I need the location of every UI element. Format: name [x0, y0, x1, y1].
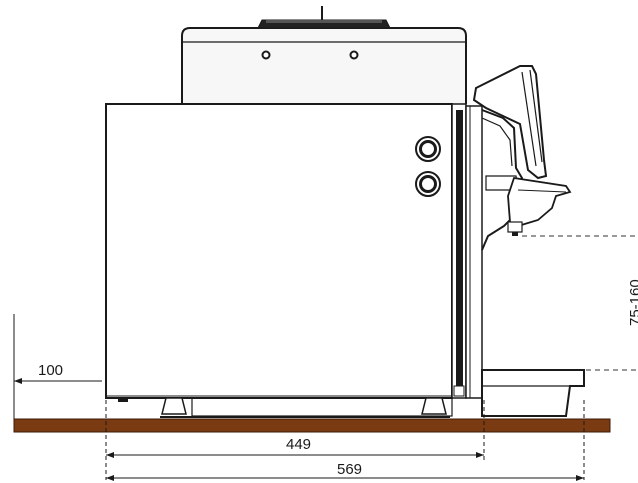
total-depth-label: 569 — [337, 461, 362, 478]
side-knob-lower — [415, 171, 441, 197]
top-hopper-housing — [181, 6, 467, 104]
cup-height-range-label: 75-160 — [627, 279, 638, 326]
counter-surface — [13, 418, 611, 433]
left-clearance-dimension — [13, 314, 102, 419]
display-panel — [472, 65, 548, 180]
depth-dimension-lines — [105, 400, 585, 481]
main-body-panel — [105, 103, 453, 399]
machine-feet — [118, 397, 450, 418]
cup-height-dimension-lines — [522, 235, 638, 371]
body-depth-label: 449 — [286, 436, 311, 453]
side-knob-upper — [415, 136, 441, 162]
cup-holder-tray — [507, 176, 572, 236]
front-door-frame — [451, 103, 483, 399]
drip-tray — [481, 369, 585, 417]
left-clearance-label: 100 — [38, 362, 63, 379]
